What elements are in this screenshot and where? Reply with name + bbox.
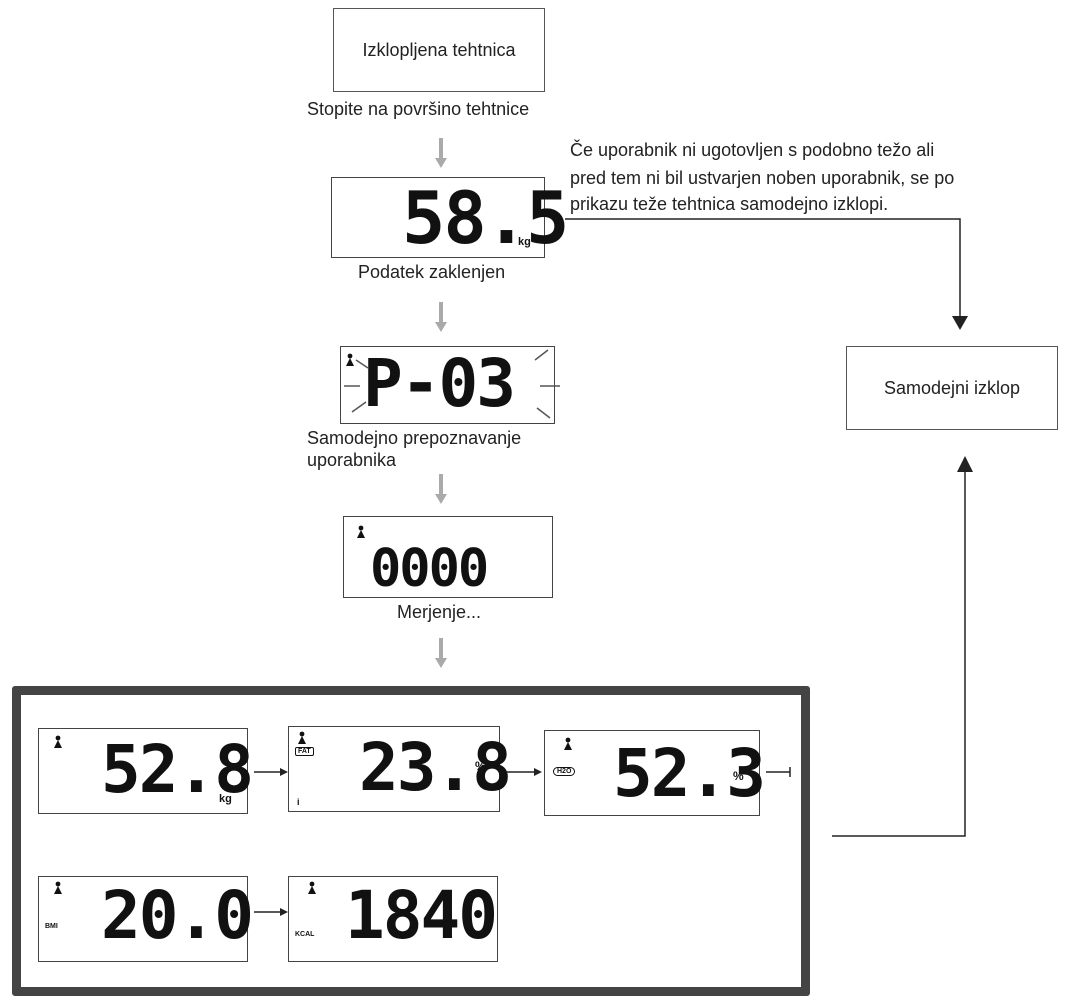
user-icon	[357, 525, 365, 538]
info-icon: i	[297, 797, 300, 807]
result-kcal-value: 1840	[345, 877, 498, 954]
results-connector	[832, 470, 966, 837]
weight-display: 58.5 kg	[331, 177, 569, 258]
user-display: P-03	[340, 346, 555, 424]
note-line-1: Če uporabnik ni ugotovljen s podobno tež…	[570, 140, 935, 160]
user-display-glow	[344, 349, 560, 419]
bmi-label: BMI	[45, 923, 58, 930]
user-display-value: P-03	[363, 345, 516, 422]
measuring-display-value: 0000	[370, 539, 489, 599]
result-fat-unit: %	[475, 759, 486, 773]
result-water-display: H2O 52.3 %	[544, 730, 766, 816]
kcal-label: KCAL	[295, 931, 315, 938]
data-locked-label: Podatek zaklenjen	[358, 262, 506, 282]
result-bmi-display: BMI 20.0	[38, 876, 254, 962]
user-icon	[564, 737, 572, 750]
result-kcal-display: KCAL 1840	[288, 876, 498, 962]
user-icon	[54, 881, 62, 894]
user-icon	[298, 731, 306, 744]
result-weight-display: 52.8 kg	[38, 728, 254, 814]
note-line-3: prikazu teže tehtnica samodejno izklopi.	[570, 194, 889, 214]
measuring-display: 0000	[343, 516, 553, 598]
weight-display-unit: kg	[518, 236, 531, 248]
result-fat-value: 23.8	[359, 729, 512, 806]
user-icon	[308, 881, 316, 894]
scale-off-label: Izklopljena tehtnica	[362, 39, 516, 60]
result-water-unit: %	[733, 769, 744, 783]
water-icon-label: H2O	[553, 767, 576, 776]
auto-off-box: Samodejni izklop	[846, 346, 1058, 430]
note-connector	[565, 218, 961, 318]
measuring-label: Merjenje...	[397, 602, 482, 622]
fat-icon-label: FAT	[295, 747, 314, 756]
result-water-value: 52.3	[613, 735, 766, 812]
auto-recognition-label-2: uporabnika	[307, 450, 397, 470]
user-icon	[346, 353, 354, 366]
result-arrows	[254, 767, 791, 913]
weight-display-value: 58.5	[402, 176, 569, 260]
user-icon	[54, 735, 62, 748]
note-line-2: pred tem ni bil ustvarjen noben uporabni…	[570, 168, 955, 188]
down-arrows	[435, 138, 447, 668]
result-bmi-value: 20.0	[101, 877, 254, 954]
result-fat-display: FAT i 23.8 %	[288, 726, 512, 812]
step-on-label: Stopite na površino tehtnice	[307, 99, 530, 119]
result-weight-value: 52.8	[101, 731, 254, 808]
auto-off-label: Samodejni izklop	[883, 377, 1021, 398]
auto-recognition-label-1: Samodejno prepoznavanje	[307, 428, 522, 448]
result-weight-unit: kg	[219, 793, 232, 805]
scale-off-box: Izklopljena tehtnica	[333, 8, 545, 92]
